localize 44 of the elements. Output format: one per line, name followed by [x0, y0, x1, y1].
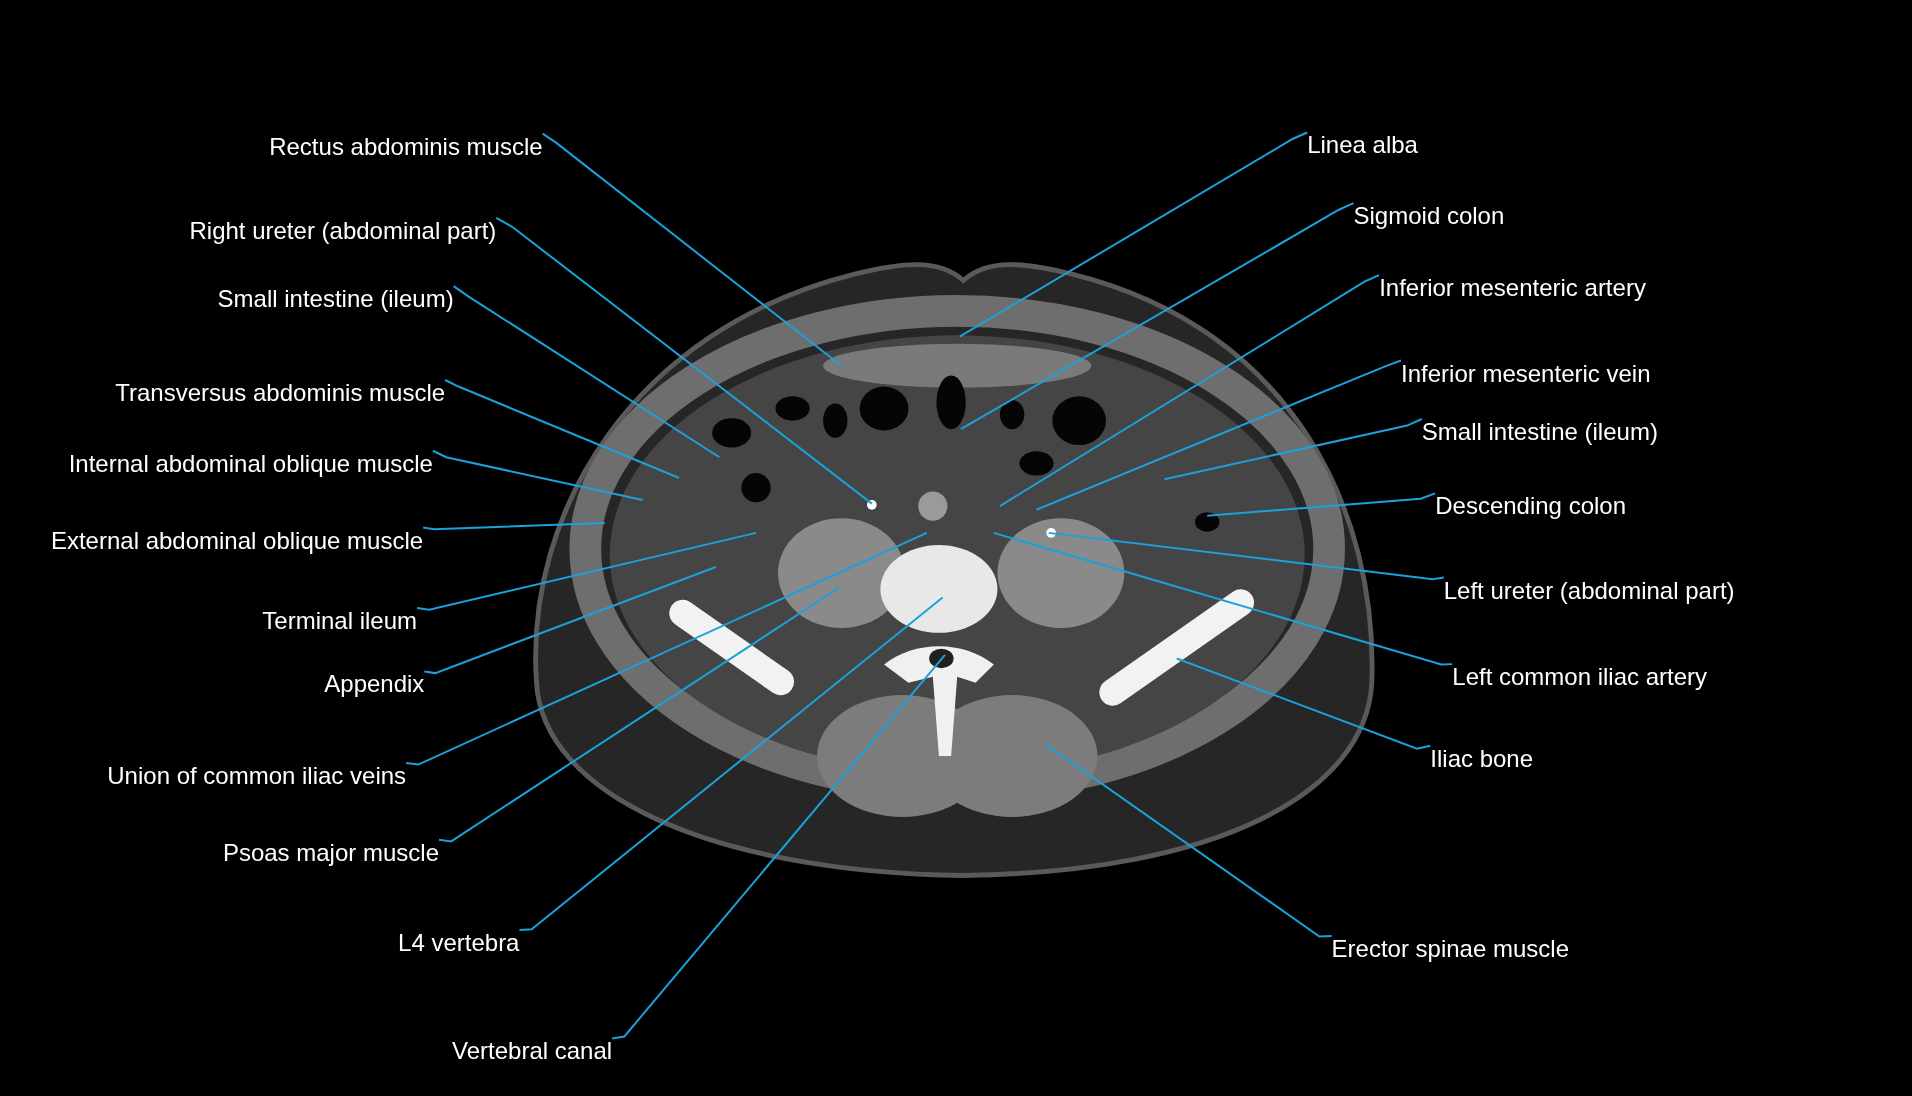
structure-label: Union of common iliac veins	[107, 760, 407, 791]
leader-line	[1175, 657, 1432, 750]
structure-label: Psoas major muscle	[222, 837, 439, 868]
structure-label: Sigmoid colon	[1353, 201, 1505, 232]
leader-line	[1163, 418, 1423, 481]
leader-line	[422, 522, 606, 531]
structure-label: Erector spinae muscle	[1331, 934, 1569, 965]
structure-label: Terminal ileum	[262, 606, 418, 637]
structure-label: Iliac bone	[1430, 743, 1534, 774]
leader-line	[998, 274, 1381, 508]
structure-label: Vertebral canal	[452, 1036, 613, 1067]
structure-label: Small intestine (ileum)	[1421, 417, 1658, 447]
structure-label: Rectus abdominis muscle	[269, 131, 543, 162]
leader-line	[959, 202, 1355, 431]
leader-line	[541, 132, 843, 367]
leader-line	[1206, 492, 1437, 517]
leader-line	[438, 586, 840, 843]
leader-line	[1047, 531, 1445, 581]
leader-line	[416, 531, 757, 611]
structure-label: Inferior mesenteric artery	[1379, 273, 1646, 304]
structure-label: Left ureter (abdominal part)	[1443, 575, 1735, 606]
structure-label: Right ureter (abdominal part)	[189, 215, 497, 246]
leader-line	[992, 531, 1454, 666]
structure-label: Inferior mesenteric vein	[1401, 358, 1651, 389]
structure-label: External abdominal oblique muscle	[50, 525, 424, 556]
structure-label: Left common iliac artery	[1452, 662, 1708, 693]
leader-line	[444, 379, 681, 479]
leader-line	[958, 131, 1309, 338]
leader-line	[1035, 359, 1403, 511]
structure-label: Small intestine (ileum)	[217, 284, 454, 315]
leader-line	[611, 653, 947, 1040]
structure-label: L4 vertebra	[398, 927, 520, 958]
structure-label: Internal abdominal oblique muscle	[68, 448, 433, 479]
leader-line	[452, 285, 721, 459]
leader-line	[1044, 742, 1333, 938]
leader-line	[518, 596, 944, 931]
structure-label: Descending colon	[1435, 491, 1626, 522]
structure-label: Appendix	[324, 669, 425, 700]
leader-line	[423, 566, 717, 675]
structure-label: Linea alba	[1307, 130, 1418, 161]
leader-line	[431, 449, 644, 501]
structure-label: Transversus abdominis muscle	[115, 378, 446, 408]
leader-line	[495, 216, 873, 505]
leader-line	[405, 531, 928, 766]
